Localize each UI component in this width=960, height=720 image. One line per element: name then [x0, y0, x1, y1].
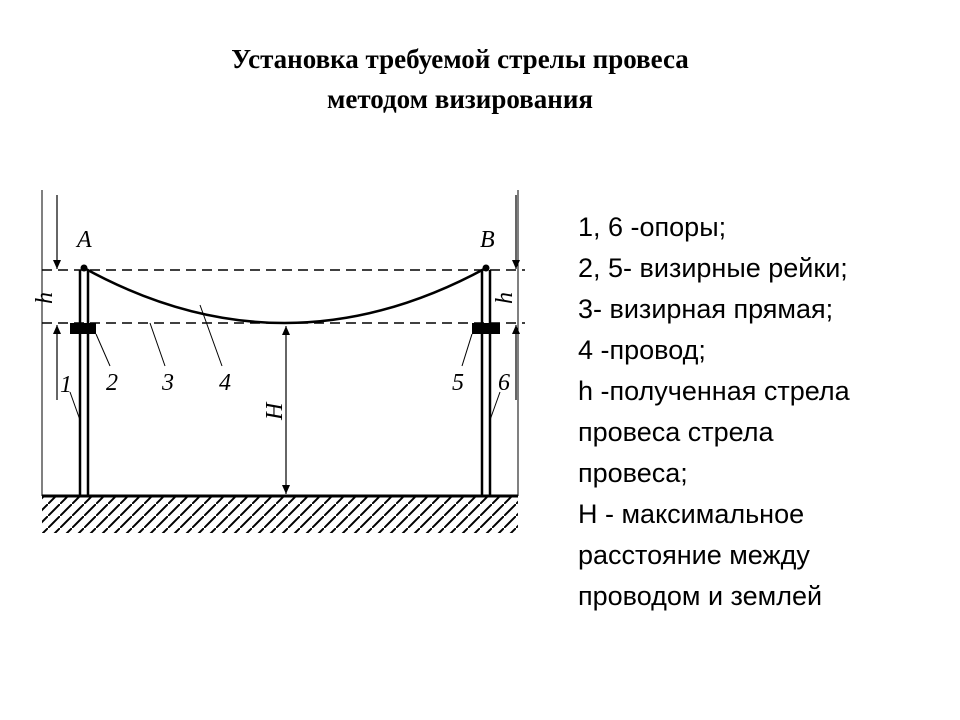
legend-line: 2, 5- визирные рейки;	[578, 253, 848, 283]
label-3: 3	[161, 370, 174, 396]
legend-text: 1, 6 -опоры; 2, 5- визирные рейки; 3- ви…	[578, 207, 948, 617]
label-4: 4	[219, 370, 231, 396]
legend-line: 3- визирная прямая;	[578, 294, 834, 324]
legend-line: провеса;	[578, 458, 688, 488]
slide-title-line-2: методом визирования	[327, 84, 593, 114]
right-sighting-rail	[472, 323, 500, 334]
label-leaders	[69, 304, 501, 421]
label-h-right: h	[492, 292, 518, 304]
legend-line: провеса стрела	[578, 417, 774, 447]
label-point-a: A	[75, 227, 92, 253]
label-6: 6	[498, 370, 510, 396]
legend-line: H - максимальное	[578, 499, 805, 529]
legend-line: проводом и землей	[578, 581, 823, 611]
slide-title-line-1: Установка требуемой стрелы провеса	[231, 44, 689, 74]
left-support-pole	[78, 270, 90, 496]
right-support-pole	[480, 270, 492, 496]
point-b-marker	[482, 264, 490, 272]
label-H: H	[262, 401, 288, 421]
label-h-left: h	[32, 292, 58, 304]
label-5: 5	[452, 370, 464, 396]
left-sighting-rail	[70, 323, 96, 334]
ground-hatching	[42, 497, 518, 533]
legend-line: расстояние между	[578, 540, 810, 570]
point-a-marker	[80, 264, 88, 272]
legend-line: 4 -провод;	[578, 335, 706, 365]
legend-line: 1, 6 -опоры;	[578, 212, 727, 242]
legend-line: h -полученная стрела	[578, 376, 850, 406]
label-point-b: B	[480, 227, 495, 253]
wire-curve	[83, 266, 487, 325]
label-2: 2	[106, 370, 118, 396]
label-1: 1	[60, 372, 72, 398]
